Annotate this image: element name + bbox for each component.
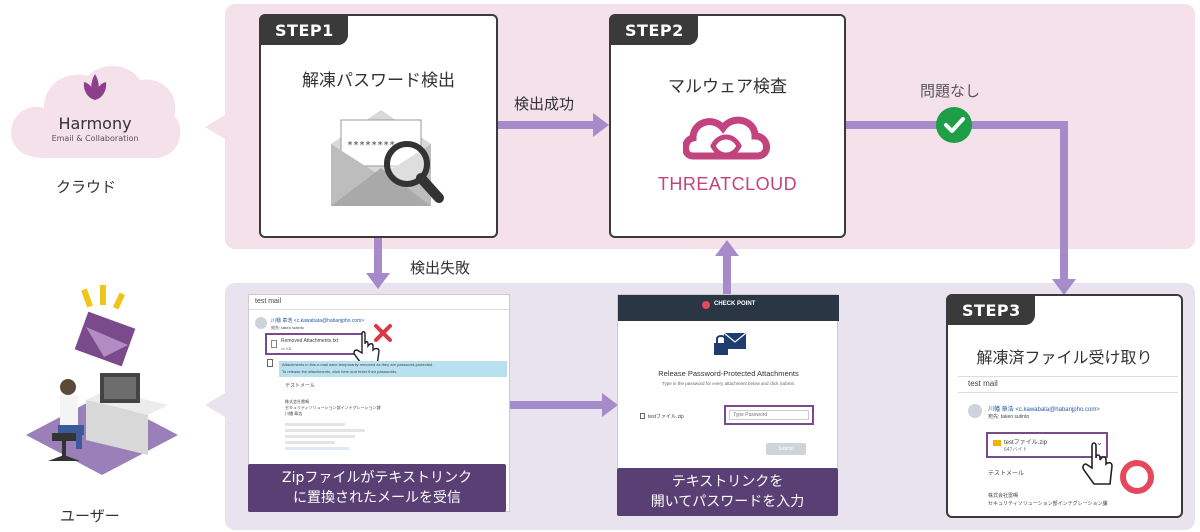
step3-card: STEP3 解凍済ファイル受け取り test mail 川幡 章浩 <c.kaw… — [946, 294, 1183, 518]
arrow-step1-step2-head — [593, 113, 609, 137]
lock-envelope-icon — [714, 332, 747, 355]
label-detect-success: 検出成功 — [514, 95, 575, 113]
step3-company: 株式会社雷鳴 — [988, 493, 1019, 499]
notice-line-1: Attachments in this e-mail were temporar… — [282, 362, 434, 367]
notice-line-2[interactable]: To release the attachments, click here a… — [282, 369, 398, 374]
step3-attachment[interactable]: testファイル.zip 647バイト ⌄ — [986, 432, 1108, 458]
user-bubble-tail — [205, 393, 225, 417]
svg-text:********: ******** — [347, 140, 395, 151]
arrow-email-release — [508, 401, 604, 409]
file-icon — [640, 413, 645, 419]
email-caption-line-2: に置換されたメールを受信 — [293, 490, 461, 506]
ok-circle-icon — [1120, 460, 1154, 494]
step1-card: STEP1 解凍パスワード検出 ******** — [259, 14, 498, 238]
release-header: CHECK POINT — [618, 295, 839, 321]
password-field-wrapper — [724, 405, 814, 425]
release-title: Release Password-Protected Attachments — [658, 369, 799, 378]
step3-company-sub: セキュリティソリューション部インテグレーション課 — [988, 501, 1108, 507]
removed-attachment-label: Removed Attachments.txt — [281, 338, 338, 344]
hand-pointer-icon — [353, 331, 380, 367]
avatar — [255, 317, 267, 329]
label-detect-fail: 検出失敗 — [410, 259, 471, 277]
release-caption-line-2: 開いてパスワードを入力 — [650, 494, 805, 510]
submit-button[interactable]: Submit — [766, 443, 806, 455]
arrow-release-step2 — [723, 254, 731, 294]
step3-file-name: testファイル.zip — [1004, 440, 1048, 446]
step2-card: STEP2 マルウェア検査 THREATCLOUD — [609, 14, 846, 238]
arrow-detect-fail-head — [366, 273, 390, 289]
check-icon — [936, 107, 972, 143]
email-subject: test mail — [255, 298, 282, 305]
chevron-down-icon: ⌄ — [1096, 438, 1103, 447]
step3-mail-subject: test mail — [968, 379, 998, 388]
arrow-release-step2-head — [715, 240, 739, 256]
harmony-logo-sub: Email & Collaboration — [51, 134, 139, 143]
user-illustration — [26, 285, 178, 475]
lotus-icon — [83, 74, 107, 100]
folder-icon — [993, 440, 1001, 446]
step3-to: 宛先: takeo sutinto — [988, 414, 1030, 420]
arrow-down-step3 — [1060, 121, 1068, 281]
email-company: 株式会社雷鳴 — [285, 399, 309, 404]
email-body-line: テストメール — [285, 383, 316, 389]
step2-title: マルウェア検査 — [668, 77, 787, 97]
avatar — [968, 404, 982, 418]
envelope-search-icon: ******** — [331, 110, 444, 206]
label-no-problem: 問題なし — [920, 82, 981, 100]
release-instruction: Type in the password for every attachmen… — [661, 381, 796, 386]
harmony-logo-name: Harmony — [58, 114, 132, 133]
removed-attachment-size: xx KB — [281, 346, 292, 351]
threatcloud-logo-text: THREATCLOUD — [657, 174, 798, 194]
email-caption-line-1: Zipファイルがテキストリンク — [282, 470, 472, 486]
step3-tag: STEP3 — [948, 296, 1035, 325]
email-to: 宛先: takeo sutinto — [271, 325, 304, 330]
cloud-shape — [11, 65, 181, 158]
email-sender: 川幡 章浩 <c.kawabata@habanjpho.com> — [271, 318, 365, 324]
step3-body-line: テストメール — [988, 471, 1025, 477]
notice-bar: Attachments in this e-mail were temporar… — [279, 361, 507, 377]
release-file-label: testファイル.zip — [648, 414, 684, 420]
arrow-step1-step2 — [497, 121, 595, 129]
step3-file-size: 647バイト — [1004, 447, 1028, 453]
hand-pointer-icon — [1082, 442, 1113, 485]
release-caption: テキストリンクを 開いてパスワードを入力 — [617, 468, 838, 516]
step3-title: 解凍済ファイル受け取り — [976, 348, 1153, 367]
step2-tag: STEP2 — [611, 16, 698, 45]
close-icon — [374, 324, 392, 342]
step1-tag: STEP1 — [261, 16, 348, 45]
arrow-email-release-head — [602, 393, 618, 417]
checkpoint-brand: CHECK POINT — [714, 301, 756, 307]
step3-sender: 川幡 章浩 <c.kawabata@habanjpho.com> — [988, 407, 1100, 413]
checkpoint-logo-icon — [702, 301, 710, 309]
email-caption: Zipファイルがテキストリンク に置換されたメールを受信 — [248, 464, 506, 512]
password-input[interactable] — [729, 410, 809, 420]
email-company-sub: セキュリティソリューション部インテグレーション課 — [285, 405, 381, 410]
email-signature: 川幡 章浩 — [285, 411, 303, 416]
arrow-down-step3-head — [1052, 279, 1076, 295]
file-icon — [271, 340, 277, 348]
document-icon — [267, 359, 273, 367]
removed-attachment[interactable]: Removed Attachments.txt xx KB — [265, 333, 365, 355]
cloud-label: クラウド — [56, 178, 117, 196]
release-caption-line-1: テキストリンクを — [671, 474, 784, 490]
arrow-detect-fail — [374, 238, 382, 275]
threatcloud-logo-icon — [683, 116, 770, 160]
cloud-bubble-tail — [205, 115, 225, 139]
step1-title: 解凍パスワード検出 — [302, 71, 455, 91]
user-label: ユーザー — [60, 507, 120, 525]
